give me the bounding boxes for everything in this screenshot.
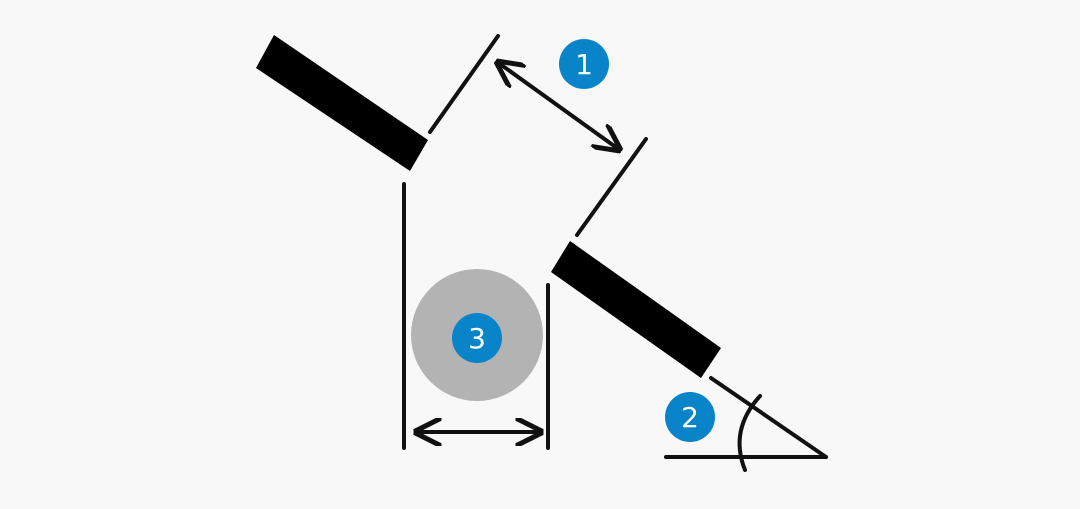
lower-plate <box>551 241 721 378</box>
upper-plate <box>256 35 428 171</box>
angle-incline-line <box>709 376 828 459</box>
angle-arc <box>737 394 762 472</box>
upper-gap-edge-line <box>428 34 500 134</box>
badge-3-label: 3 <box>468 322 486 355</box>
badge-2: 2 <box>665 392 715 442</box>
badge-2-label: 2 <box>681 401 699 434</box>
gap-opening-arrow <box>500 64 617 148</box>
lower-gap-edge-line <box>575 137 648 237</box>
badge-1: 1 <box>559 39 609 89</box>
badge-1-label: 1 <box>575 48 593 81</box>
badge-3: 3 <box>452 313 502 363</box>
